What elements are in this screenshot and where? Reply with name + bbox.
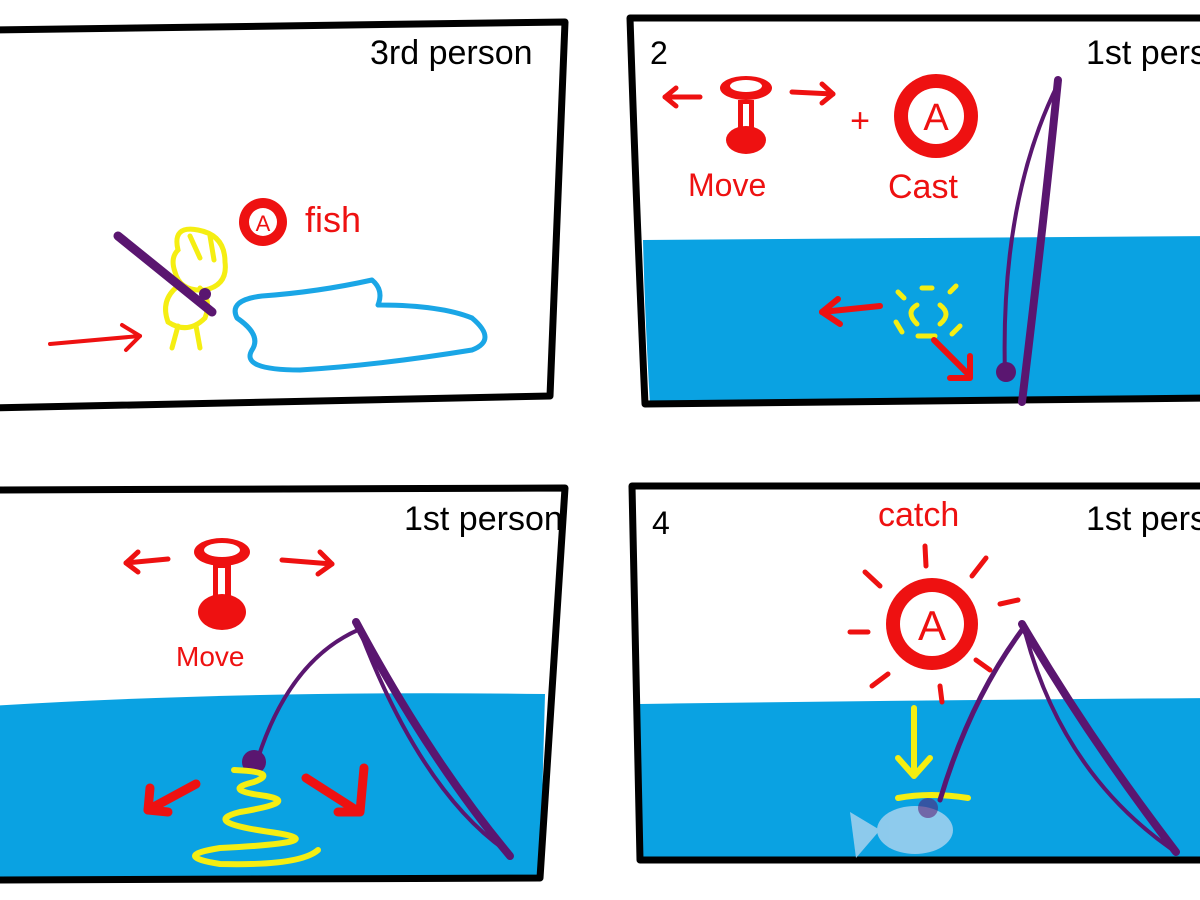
a-button-letter: A	[918, 602, 946, 649]
left-arrow-icon	[819, 296, 883, 327]
panel-4-water	[640, 698, 1200, 860]
pond-outline	[232, 277, 488, 373]
fishing-rod	[242, 618, 514, 860]
lure-hook	[918, 798, 938, 818]
fish-icon	[850, 806, 953, 858]
left-arrow-icon	[123, 549, 171, 575]
a-button-icon: A	[239, 198, 287, 246]
catch-label: catch	[878, 496, 959, 534]
move-label: Move	[688, 167, 766, 203]
panel-3: 1st person Move	[0, 484, 569, 884]
fishing-rod	[937, 620, 1180, 856]
panel-3-frame	[0, 484, 569, 884]
bobber-ripple-icon	[893, 283, 963, 339]
rod-reel	[199, 288, 211, 300]
fishing-rod	[113, 231, 217, 317]
panel-4: 4 1st person catch A	[628, 482, 1200, 864]
a-button-letter: A	[256, 211, 271, 236]
a-button-icon: A	[894, 74, 978, 158]
panel-2: 2 1st person Move + A Cast	[626, 14, 1200, 408]
panel-2-water	[643, 236, 1200, 404]
panel-2-number: 2	[650, 35, 668, 71]
lure-squiggle	[192, 767, 321, 868]
fishing-rod	[996, 76, 1062, 406]
move-label: Move	[176, 641, 244, 672]
panel-4-view-label: 1st person	[1086, 500, 1200, 538]
cast-label: Cast	[888, 168, 958, 206]
walk-arrow-icon	[48, 323, 142, 352]
plus-sign: +	[850, 102, 870, 140]
a-button-burst-icon: A	[847, 543, 1021, 705]
panel-2-frame	[626, 14, 1200, 408]
panel-1-frame	[0, 18, 569, 412]
joystick-icon	[194, 538, 250, 630]
panel-1-view-label: 3rd person	[370, 34, 533, 72]
panel-4-frame	[628, 482, 1200, 864]
fish-action-label: fish	[305, 199, 361, 240]
right-arrow-icon	[789, 81, 836, 106]
panel-2-view-label: 1st person	[1086, 34, 1200, 72]
fisher-character	[163, 226, 228, 351]
joystick-icon	[720, 76, 772, 154]
left-arrow-icon	[143, 779, 201, 817]
down-arrow-icon	[895, 705, 933, 779]
a-button-letter: A	[923, 97, 949, 139]
panel-4-number: 4	[652, 505, 670, 541]
panel-1: 3rd person A fish	[0, 18, 569, 412]
down-right-arrow-icon	[931, 337, 973, 381]
right-arrow-icon	[279, 549, 335, 577]
panel-3-view-label: 1st person	[404, 500, 563, 538]
right-arrow-icon	[301, 763, 369, 817]
left-arrow-icon	[662, 85, 703, 109]
hooked-line-squiggle	[895, 792, 971, 801]
